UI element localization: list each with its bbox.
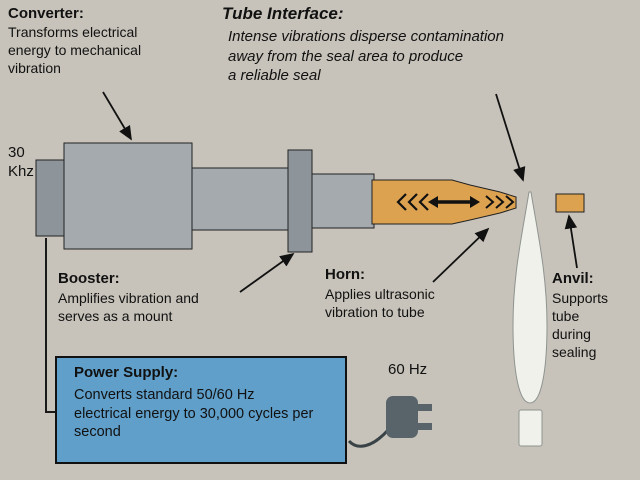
power-plug-icon [347,396,432,448]
converter-end-cap [35,159,67,237]
tube-base [518,409,543,447]
frequency-30khz-label: 30 Khz [8,144,34,181]
frequency-60hz-label: 60 Hz [388,361,428,378]
tube [512,191,548,404]
tube-interface-callout-arrow [495,93,526,182]
vibration-left-chevrons-icon [396,193,429,211]
booster-mount-flange [287,149,313,253]
horn-callout-arrow [432,227,490,283]
anvil-description: Supports tube during sealing [552,290,609,360]
power-supply-box [55,356,347,464]
horn-label: Horn: [325,266,365,283]
anvil-label: Anvil: [552,270,594,287]
vibration-double-arrow-icon [428,196,480,208]
tube-interface-description: Intense vibrations disperse contaminatio… [228,28,504,84]
power-supply-label: Power Supply: [74,364,179,381]
converter-description: Transforms electrical energy to mechanic… [8,24,142,76]
booster-callout-arrow [239,252,295,293]
anvil-callout-arrow [564,214,578,269]
converter-body [63,142,193,250]
converter-callout-arrow [102,91,132,141]
anvil-block [555,193,585,213]
horn-description: Applies ultrasonic vibration to tube [325,286,435,320]
booster-description: Amplifies vibration and serves as a moun… [58,290,199,324]
vibration-right-chevrons-icon [485,195,515,209]
power-to-converter-wire [45,238,55,413]
horn-shank [311,173,375,229]
converter-label: Converter: [8,5,84,22]
booster-label: Booster: [58,270,120,287]
power-supply-description: Converts standard 50/60 Hz electrical en… [74,387,314,441]
booster-body [191,167,289,231]
tube-interface-label: Tube Interface: [222,4,344,23]
